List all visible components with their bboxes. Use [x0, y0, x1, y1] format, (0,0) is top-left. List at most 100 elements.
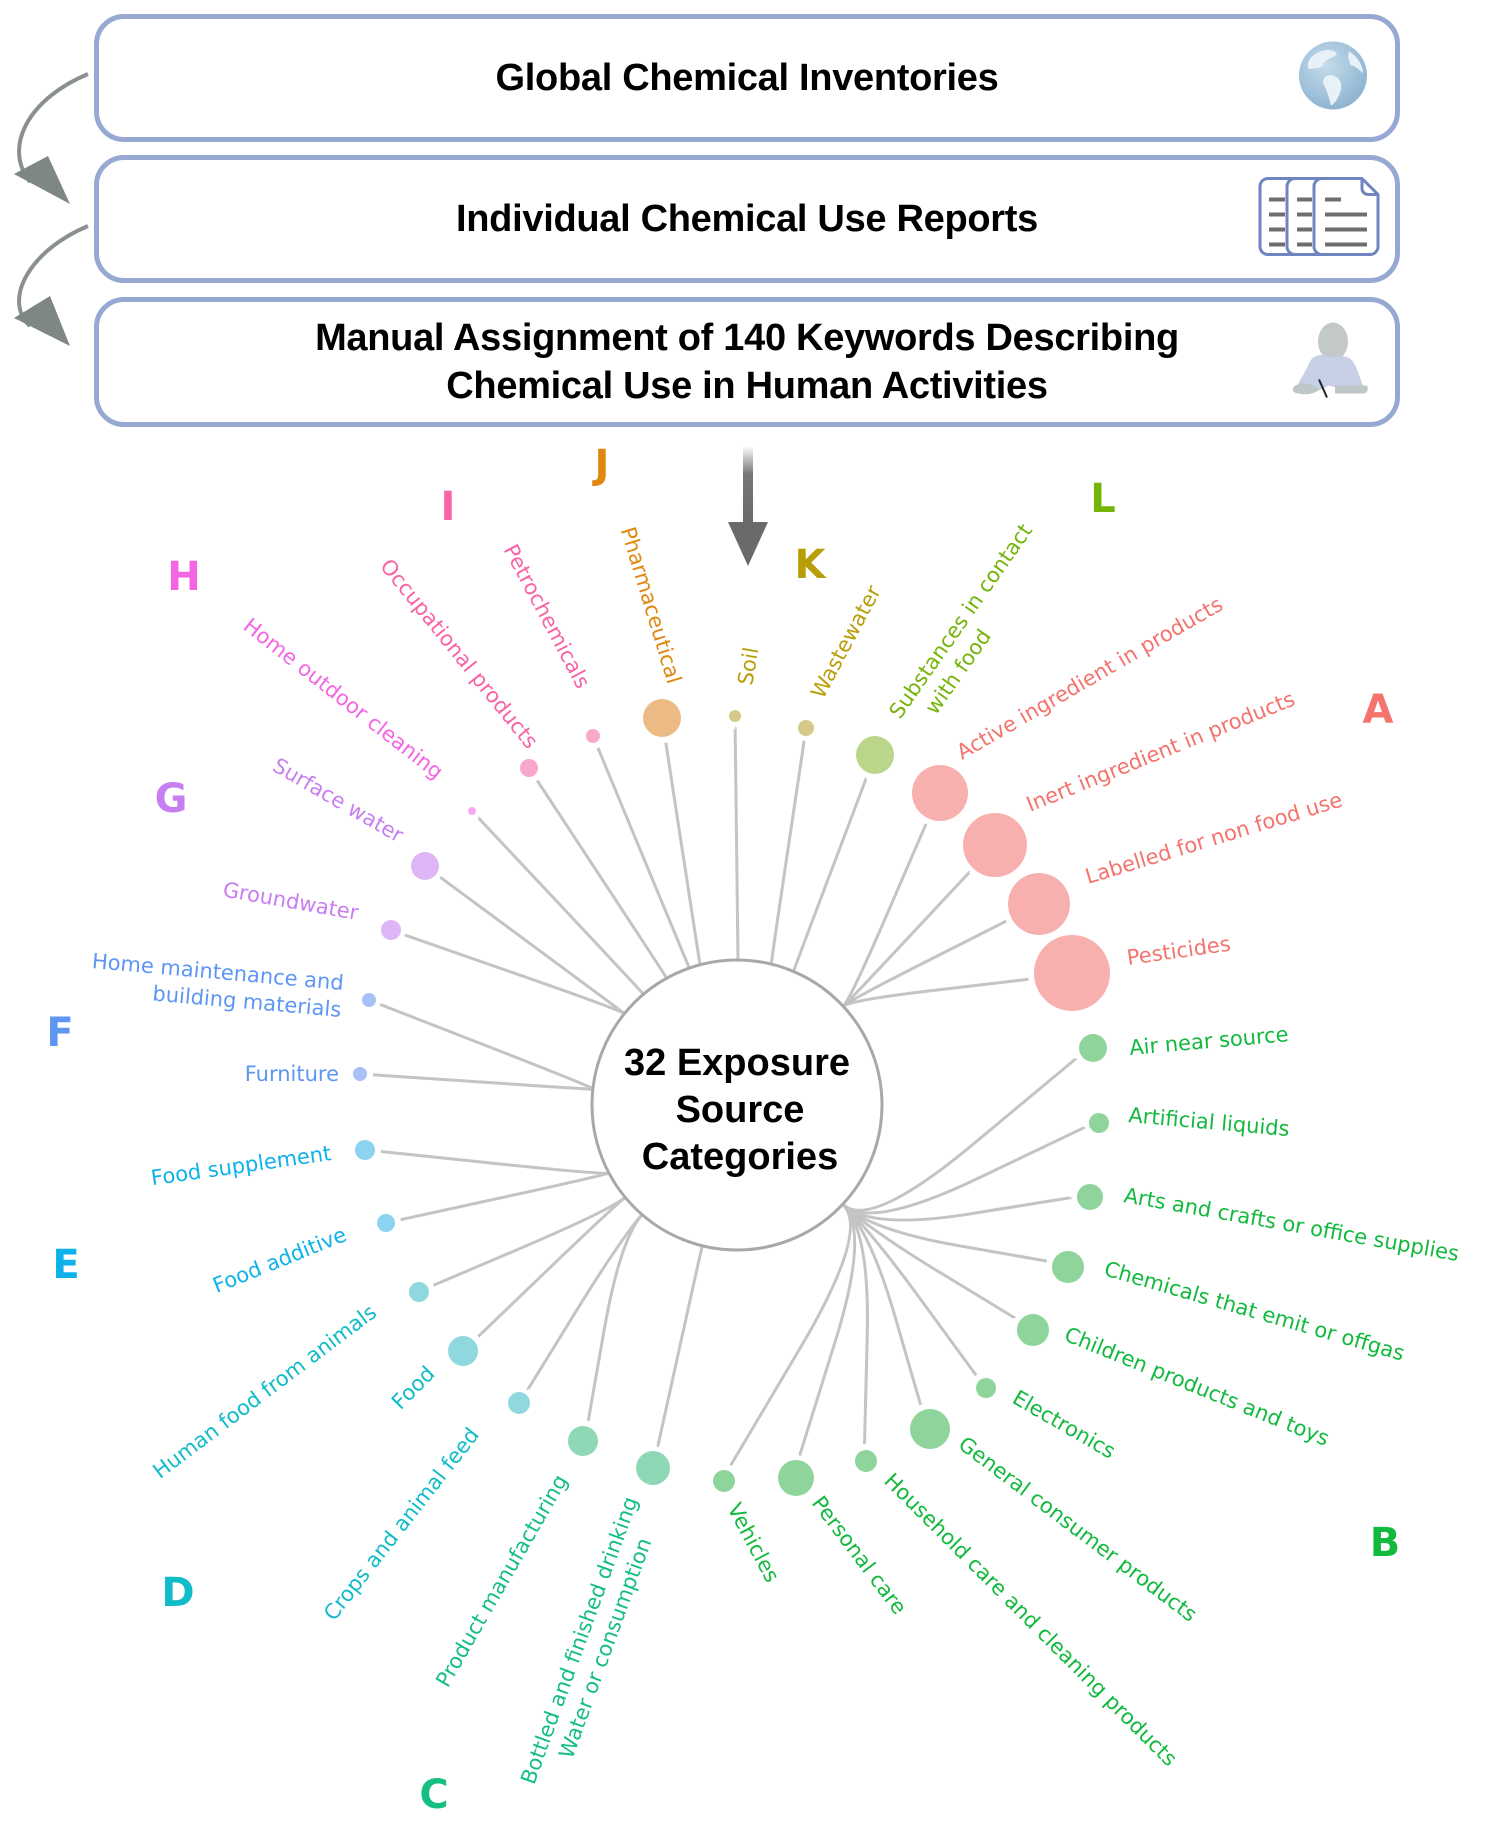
label-wastewater: Wastewater [806, 581, 886, 702]
step-title: Global Chemical Inventories [496, 54, 999, 102]
node-soil[interactable] [729, 710, 741, 722]
node-personal-care[interactable] [778, 1460, 814, 1496]
nodes-layer [353, 699, 1110, 1496]
link-home-maintenance-and-building-materials [379, 1003, 595, 1091]
link-food-supplement [380, 1150, 610, 1175]
step-title-line: Individual Chemical Use Reports [456, 198, 1038, 240]
label-surface-water: Surface water [269, 753, 408, 847]
node-general-consumer-products[interactable] [910, 1409, 950, 1449]
step-global-inventories: Global Chemical Inventories [94, 14, 1400, 142]
node-food[interactable] [448, 1336, 478, 1366]
node-human-food-from-animals[interactable] [409, 1282, 429, 1302]
link-groundwater [404, 933, 626, 1015]
link-furniture [372, 1073, 595, 1091]
down-arrow [728, 446, 768, 566]
node-wastewater[interactable] [798, 720, 814, 736]
link-substances-in-contact-with-food [791, 777, 868, 974]
node-household-care-and-cleaning-products[interactable] [855, 1450, 877, 1472]
node-labelled-for-non-food-use[interactable] [1008, 873, 1070, 935]
documents-icon [1257, 176, 1381, 263]
person-writing-icon [1283, 320, 1373, 405]
label-labelled-for-non-food-use: Labelled for non food use [1082, 788, 1345, 889]
link-food [477, 1196, 627, 1338]
link-soil [733, 726, 740, 962]
node-arts-and-crafts-or-office-supplies[interactable] [1077, 1184, 1103, 1210]
link-personal-care [798, 1203, 857, 1456]
link-air-near-source [841, 1057, 1077, 1212]
node-food-additive[interactable] [377, 1214, 395, 1232]
node-petrochemicals[interactable] [586, 729, 600, 743]
label-home-outdoor-cleaning: Home outdoor cleaning [239, 613, 448, 784]
globe-icon [1297, 40, 1369, 117]
node-pesticides[interactable] [1034, 935, 1110, 1011]
links-layer [372, 726, 1086, 1467]
center-title-line: Source [676, 1089, 805, 1131]
label-food-additive: Food additive [209, 1222, 349, 1297]
link-bottled-and-finished-drinking-water-or-consumption [656, 1245, 704, 1448]
link-artificial-liquids [841, 1126, 1086, 1215]
label-pesticides: Pesticides [1125, 932, 1232, 970]
group-letter-l: L [1090, 476, 1116, 522]
group-letter-d: D [161, 1570, 194, 1616]
group-letter-c: C [419, 1772, 448, 1818]
group-letter-h: H [167, 554, 200, 600]
label-artificial-liquids: Artificial liquids [1128, 1103, 1291, 1141]
node-occupational-products[interactable] [520, 759, 538, 777]
link-labelled-for-non-food-use [842, 919, 1008, 1008]
center-node: 32 Exposure Source Categories [590, 958, 884, 1252]
node-air-near-source[interactable] [1079, 1034, 1107, 1062]
node-groundwater[interactable] [381, 920, 401, 940]
link-electronics [841, 1203, 978, 1377]
node-active-ingredient-in-products[interactable] [912, 765, 968, 821]
node-home-maintenance-and-building-materials[interactable] [362, 993, 376, 1007]
node-inert-ingredient-in-products[interactable] [963, 813, 1027, 877]
node-home-outdoor-cleaning[interactable] [468, 807, 476, 815]
link-arts-and-crafts-or-office-supplies [841, 1196, 1072, 1222]
link-wastewater [769, 740, 806, 966]
link-occupational-products [535, 779, 669, 979]
link-active-ingredient-in-products [842, 823, 928, 1008]
link-petrochemicals [596, 747, 691, 970]
center-title-line: 32 Exposure [624, 1042, 850, 1084]
node-furniture[interactable] [353, 1067, 367, 1081]
group-letter-e: E [52, 1242, 79, 1288]
step-title-line: Manual Assignment of 140 Keywords Descri… [315, 317, 1179, 359]
node-food-supplement[interactable] [355, 1140, 375, 1160]
label-furniture: Furniture [245, 1062, 339, 1086]
center-title-line: Categories [642, 1136, 838, 1178]
link-children-products-and-toys [841, 1203, 1017, 1320]
link-home-outdoor-cleaning [477, 816, 645, 996]
group-letter-f: F [46, 1010, 73, 1056]
link-human-food-from-animals [432, 1196, 627, 1287]
label-arts-and-crafts-or-office-supplies: Arts and crafts or office supplies [1122, 1183, 1461, 1266]
label-soil: Soil [733, 645, 763, 686]
node-chemicals-that-emit-or-offgas[interactable] [1052, 1251, 1084, 1283]
link-chemicals-that-emit-or-offgas [841, 1203, 1049, 1263]
step-title: Manual Assignment of 140 Keywords Descri… [315, 314, 1179, 410]
node-children-products-and-toys[interactable] [1017, 1314, 1049, 1346]
step-use-reports: Individual Chemical Use Reports [94, 155, 1400, 283]
step-title-line: Global Chemical Inventories [495, 57, 999, 99]
node-pharmaceutical[interactable] [643, 699, 681, 737]
step-keyword-assignment: Manual Assignment of 140 Keywords Descri… [94, 297, 1400, 427]
label-petrochemicals: Petrochemicals [499, 540, 595, 692]
label-food-supplement: Food supplement [149, 1141, 332, 1190]
node-surface-water[interactable] [411, 852, 439, 880]
node-crops-and-animal-feed[interactable] [508, 1392, 530, 1414]
link-surface-water [439, 876, 626, 1015]
group-letter-k: K [795, 542, 828, 588]
link-household-care-and-cleaning-products [841, 1203, 869, 1445]
group-letter-i: I [441, 484, 456, 530]
node-substances-in-contact-with-food[interactable] [856, 736, 894, 774]
group-letter-j: J [592, 442, 610, 488]
group-letter-g: G [155, 776, 188, 822]
label-food: Food [387, 1362, 440, 1415]
node-product-manufacturing[interactable] [568, 1426, 598, 1456]
node-vehicles[interactable] [713, 1470, 735, 1492]
label-groundwater: Groundwater [221, 877, 361, 925]
flow-arrow-2 [14, 224, 89, 346]
node-artificial-liquids[interactable] [1089, 1113, 1109, 1133]
node-electronics[interactable] [976, 1378, 996, 1398]
node-bottled-and-finished-drinking-water-or-consumption[interactable] [636, 1451, 670, 1485]
